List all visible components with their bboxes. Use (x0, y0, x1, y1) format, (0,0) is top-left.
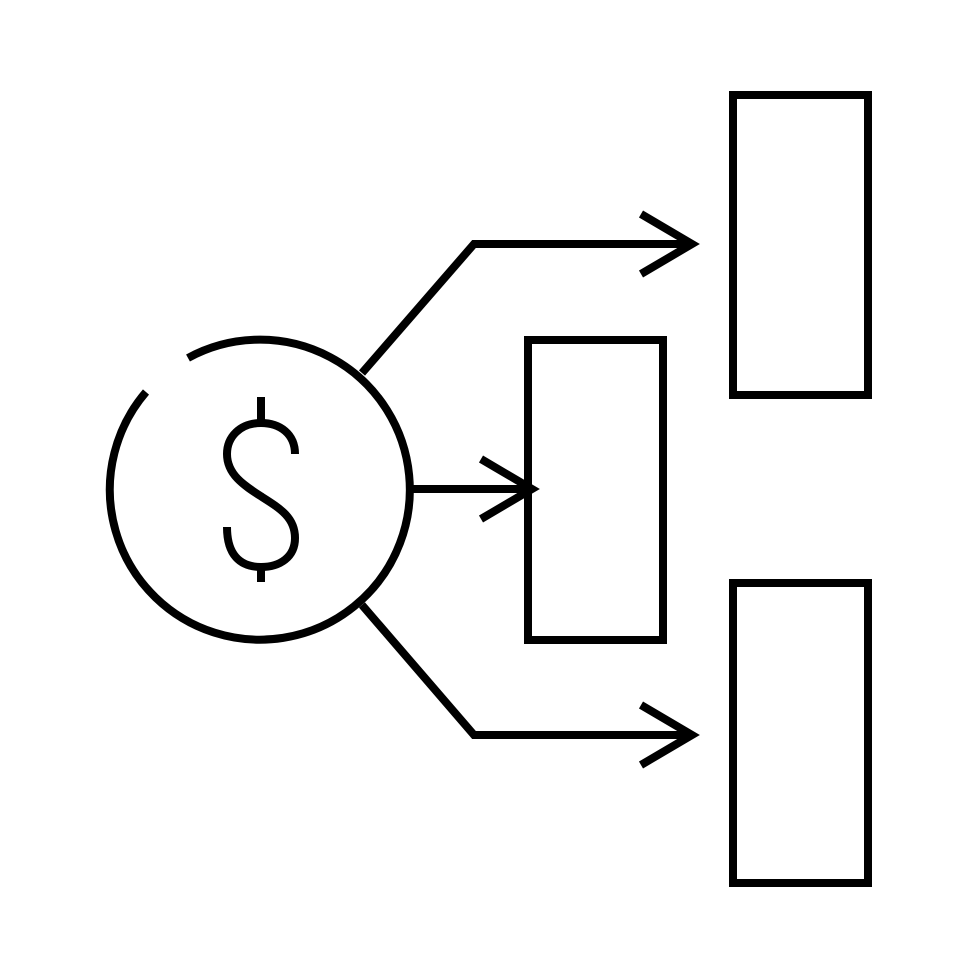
coin-icon (105, 335, 414, 644)
middle-branch-arrow (410, 455, 540, 523)
bottom-branch-arrow (358, 602, 700, 769)
middle-target-block (524, 336, 667, 644)
top-branch-arrow (358, 210, 700, 376)
top-target-block (729, 91, 872, 399)
dollar-sign-icon (222, 397, 300, 582)
bottom-target-block (729, 579, 872, 887)
